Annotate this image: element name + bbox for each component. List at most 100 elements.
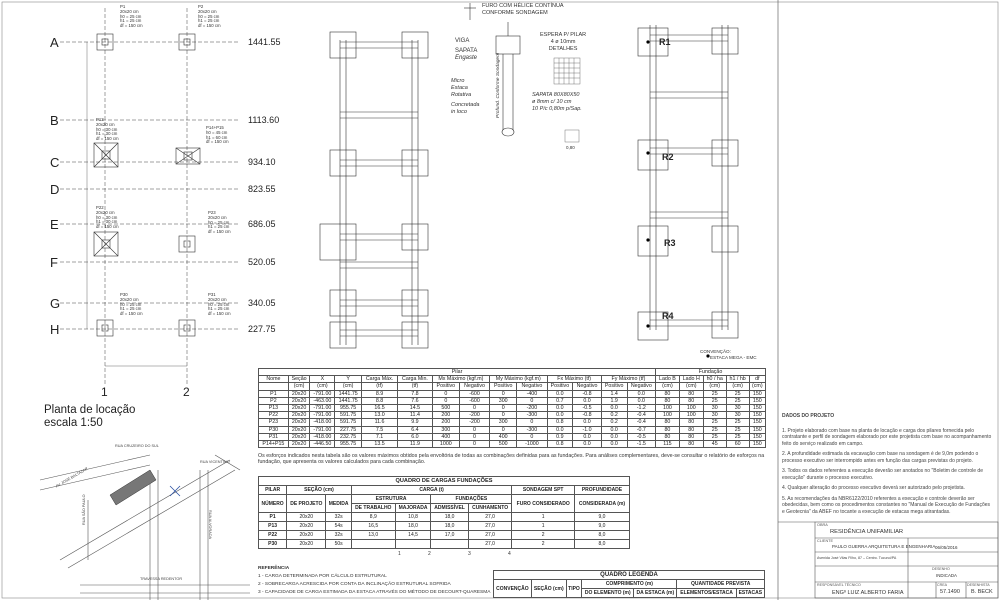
table-cell: 80 [678,439,704,449]
col-subheader: (tf) [360,382,399,391]
pillar-spec: 20x20 cm [96,209,115,215]
table-cell: 150 [748,396,767,405]
table-cell: 50s [325,539,352,549]
table-cell: -418.00 [309,418,336,427]
table-cell: 0.0 [572,396,602,405]
desenho-value: INDICADA [936,573,957,578]
table-cell: P23 [258,418,289,427]
col-header: TIPO [565,579,583,598]
street-label: RUA CRUZEIRO DO SUL [115,444,159,448]
locacao-footings [93,33,201,337]
table-cell: 45 [702,439,727,449]
col-header: MAJORADA [394,503,432,513]
table-cell: 27,0 [467,521,513,531]
table-cell: -0.8 [572,411,602,420]
col-header: ESTACAS [735,588,766,598]
row-elevation: 520.05 [248,257,276,267]
table-cell: 0.0 [626,396,657,405]
pillar-spec: df = 150 cm [96,224,119,230]
frame-label: R4 [662,311,674,321]
col-header: ESTRUTURA [350,494,432,504]
table-cell: 9,0 [573,512,631,522]
table-cell: 300 [431,425,460,434]
pillar-spec: h0 = 25 cm [208,219,230,225]
group-header: Fundação [655,367,766,377]
table-cell: 9.9 [397,418,433,427]
pillar-spec: h1 = 30 cm [96,219,118,225]
footer-ref: 1 [398,551,401,557]
table-cell: -400 [516,389,548,398]
sapata-label: SAPATA [455,48,478,54]
col-subheader: Negativo [516,382,548,391]
cliente-label: CLIENTE [817,539,834,543]
table-cell: -0.7 [626,425,657,434]
locacao-scale: escala 1:50 [44,417,103,429]
table-cell: 14,5 [394,530,432,540]
row-elevation: 227.75 [248,324,276,334]
col-header: CONSIDERADA (m) [573,494,631,513]
table-cell: 25 [725,418,750,427]
table-cell: 150 [748,403,767,413]
row-letter: B [50,113,59,128]
frame-label: R2 [662,152,674,162]
table-cell: -600 [458,389,491,398]
group-header: Pilar [257,367,657,377]
table-cell: 0.2 [600,418,628,427]
table-cell: 25 [702,396,727,405]
table-cell: 0 [489,389,518,398]
sapata-spec: SAPATA 80X80X50 ø 8mm c/ 10 cm 10 P/c 0,… [532,92,582,113]
col-header: df [748,375,767,384]
pillar-spec: df = 150 cm [120,311,143,317]
col-header: Fx Máximo (tf) [546,375,602,384]
row-elevation: 1441.55 [248,37,281,47]
table-cell: 32s [325,530,352,540]
table-cell: -200 [458,418,491,427]
pillar-spec: df = 150 cm [120,23,143,29]
table-cell: 30 [725,403,750,413]
table-cell: 7.8 [397,389,433,398]
table-cell: -600 [458,396,491,405]
obra-label: OBRA [817,523,828,527]
table-cell: 0.0 [572,418,602,427]
pillar-name: P23 [208,210,216,215]
micro-estaca-labels: Micro Estaca Rotativa Concretada in loco [451,78,479,116]
referencia-item: 3 - CAPACIDADE DE CARGA ESTIMADA DA ESTA… [258,590,491,595]
table-cell: -0.5 [626,432,657,441]
street-label: RUA ALVORADA [208,510,212,540]
table-cell [430,539,469,549]
table-cell: 25 [702,418,727,427]
pillar-spec: 20x20 cm [198,8,217,14]
table-cell: 27,0 [467,530,513,540]
pillar-name: P22 [96,205,104,210]
table-cell: 20x20 [287,432,311,441]
col-header: ADMISSÍVEL [430,503,469,513]
table-cell: 0 [516,418,548,427]
table-cell: 2 [511,530,575,540]
street-label: TRAVESSA REDENTOR [140,577,183,581]
row-elevation: 340.05 [248,298,276,308]
pillar-spec: df = 150 cm [198,23,221,29]
table-cell: -791.00 [309,389,336,398]
table-cell: 7.5 [360,425,399,434]
table-cell: 232.75 [334,432,362,441]
pillar-annotation: P14+P15 h0 = 45 cm h1 = 60 cm df = 150 c… [206,125,229,145]
micro-estaca-detail [495,22,521,137]
note-item: 1. Projeto elaborado com base na planta … [782,427,992,447]
table-cell: 25 [725,389,750,398]
referencia-title: REFERÊNCIA [258,566,290,571]
table-cell: 0.0 [572,432,602,441]
col-subheader: (cm) [334,382,362,391]
table-cell: -200 [458,411,491,420]
table-cell: 0 [516,432,548,441]
table-cell: 0 [458,425,491,434]
table-cell: 0 [489,425,518,434]
table-cell: 7.1 [360,432,399,441]
table-cell: 2 [511,539,575,549]
table-cell: 20x20 [286,539,327,549]
row-letter: D [50,182,60,197]
table-cell: 16.5 [360,403,399,413]
